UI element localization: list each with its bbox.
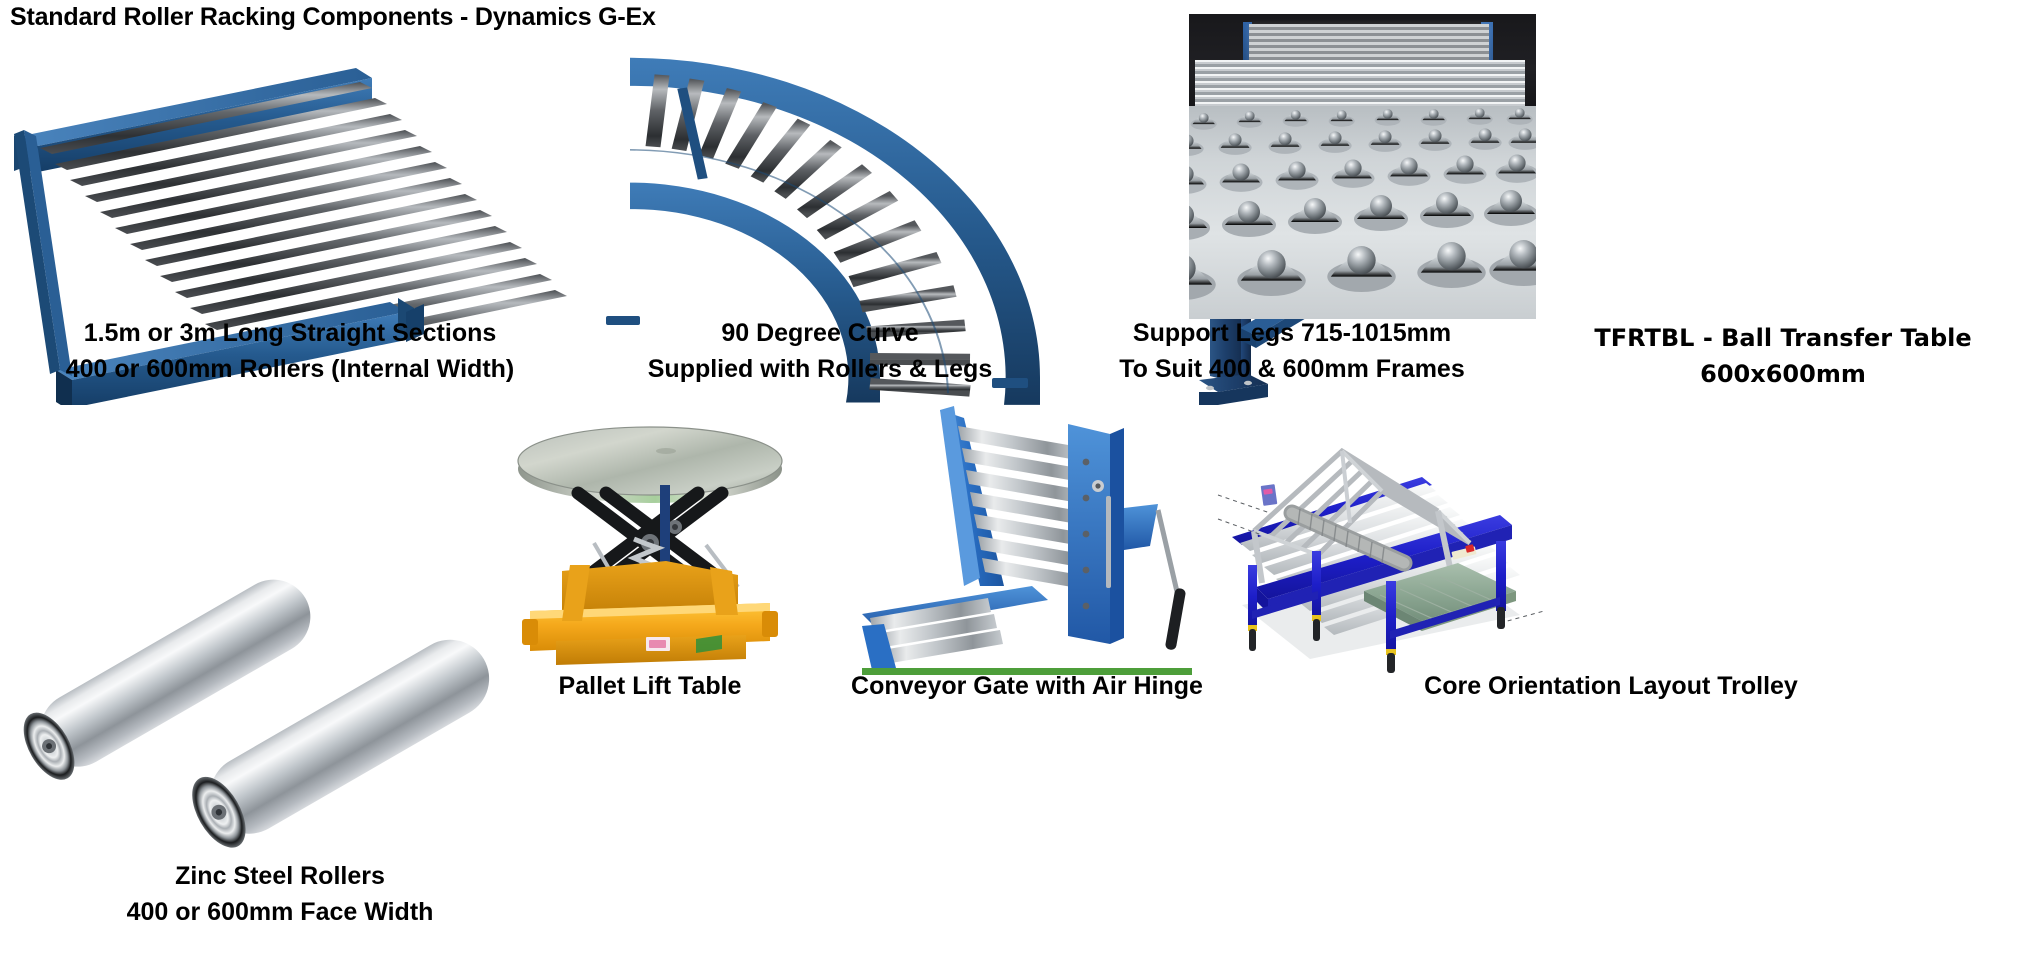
caption-line: 400 or 600mm Face Width bbox=[126, 898, 434, 926]
caption-line: 1.5m or 3m Long Straight Sections bbox=[83, 319, 497, 347]
ball-units bbox=[1189, 107, 1536, 300]
zinc-rollers-caption: Zinc Steel Rollers 400 or 600mm Face Wid… bbox=[0, 858, 560, 930]
conveyor-gate-image bbox=[862, 400, 1192, 675]
pallet-lift-illustration bbox=[517, 426, 783, 665]
caption-line: TFRTBL - Ball Transfer Table bbox=[1594, 324, 1972, 352]
pallet-lift-table-caption: Pallet Lift Table bbox=[440, 668, 860, 704]
core-orientation-trolley-caption: Core Orientation Layout Trolley bbox=[1192, 668, 2030, 704]
caption-line: Zinc Steel Rollers bbox=[175, 862, 385, 890]
ball-transfer-table-image bbox=[1189, 14, 1536, 319]
ball-transfer-table-caption: TFRTBL - Ball Transfer Table 600x600mm bbox=[1536, 320, 2030, 392]
page-title: Standard Roller Racking Components - Dyn… bbox=[10, 3, 656, 31]
support-legs-caption: Support Legs 715-1015mm To Suit 400 & 60… bbox=[1072, 315, 1512, 387]
conveyor-gate-caption: Conveyor Gate with Air Hinge bbox=[840, 668, 1214, 704]
curve-section-caption: 90 Degree Curve Supplied with Rollers & … bbox=[560, 315, 1080, 387]
caption-line: Supplied with Rollers & Legs bbox=[647, 355, 993, 383]
ball-table-surface bbox=[1189, 106, 1536, 319]
caption-line: Support Legs 715-1015mm bbox=[1132, 319, 1452, 347]
caption-line: Pallet Lift Table bbox=[558, 672, 742, 700]
conveyor-gate-illustration bbox=[862, 406, 1192, 675]
straight-section-caption: 1.5m or 3m Long Straight Sections 400 or… bbox=[0, 315, 580, 387]
core-orientation-trolley-image bbox=[1200, 415, 1545, 675]
trolley-illustration bbox=[1217, 447, 1545, 673]
caption-line: To Suit 400 & 600mm Frames bbox=[1119, 355, 1465, 383]
pallet-lift-table-image bbox=[470, 415, 830, 665]
zinc-rollers-illustration bbox=[23, 579, 490, 848]
caption-line: 400 or 600mm Rollers (Internal Width) bbox=[65, 355, 515, 383]
curve-illustration bbox=[606, 57, 1040, 405]
zinc-rollers-image bbox=[10, 525, 540, 855]
caption-line: 90 Degree Curve bbox=[721, 319, 919, 347]
curve-section-image bbox=[600, 40, 1060, 408]
caption-line: Conveyor Gate with Air Hinge bbox=[851, 672, 1203, 700]
caption-line: 600x600mm bbox=[1700, 360, 1866, 388]
straight-section-image bbox=[0, 40, 580, 405]
caption-line: Core Orientation Layout Trolley bbox=[1424, 672, 1798, 700]
ball-transfer-photo bbox=[1189, 14, 1536, 319]
straight-section-illustration bbox=[14, 68, 567, 405]
